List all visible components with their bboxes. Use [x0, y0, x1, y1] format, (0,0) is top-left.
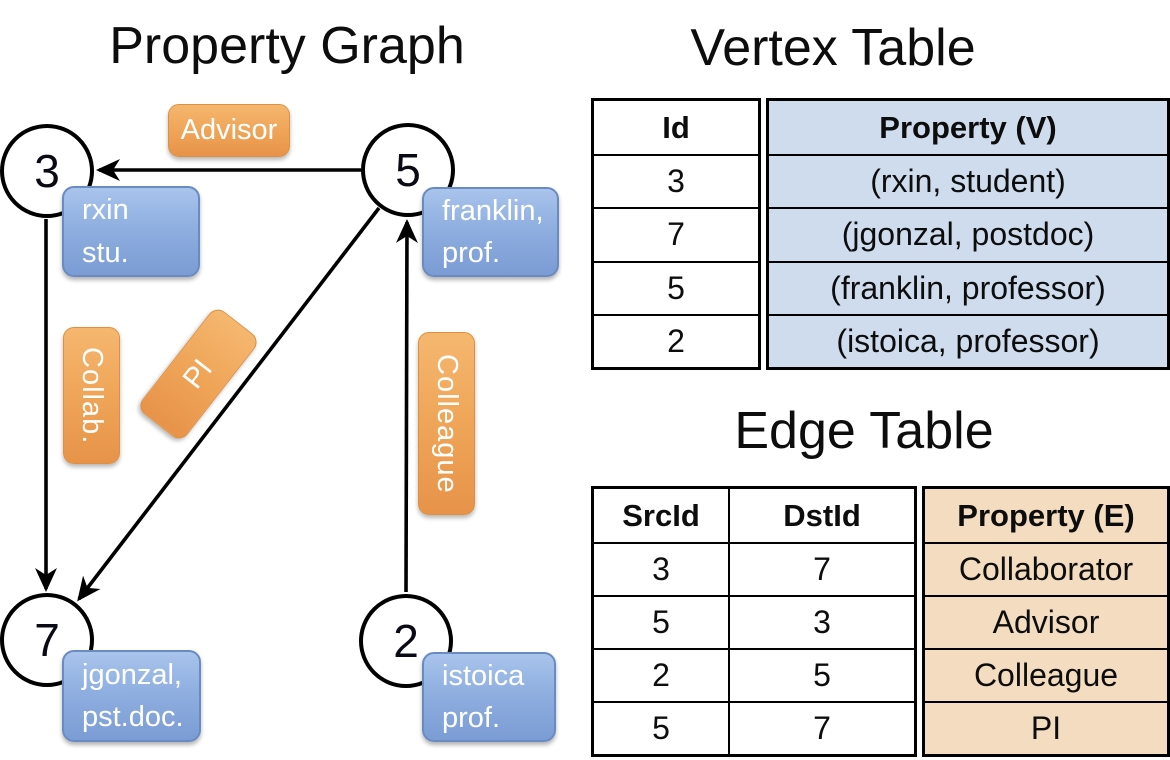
table-cell: 5: [652, 604, 670, 640]
vertex-node-3-id: 3: [34, 145, 60, 197]
vertex-property-line: prof.: [442, 237, 501, 269]
vertex-property-line: franklin,: [442, 194, 544, 227]
vertex-table-title: Vertex Table: [690, 19, 976, 77]
table-cell: 2: [594, 313, 758, 367]
edge-label-colleague: Colleague: [418, 332, 475, 515]
vertex-property-line: jgonzal,: [82, 658, 182, 691]
edge-table-srcid-header: SrcId: [622, 497, 700, 533]
vertex-table-property-header: Property (V): [879, 109, 1057, 145]
table-row: 5 3: [594, 595, 914, 648]
edge-label-collab: Collab.: [63, 327, 120, 464]
table-cell: (istoica, professor): [769, 313, 1167, 367]
edge-table-id-columns: SrcId DstId 3 7 5 3 2 5 5 7: [591, 486, 917, 757]
vertex-property-line: istoica: [442, 659, 525, 692]
edge-label-advisor-text: Advisor: [180, 114, 278, 146]
table-cell: 3: [594, 154, 758, 207]
table-cell: Colleague: [925, 648, 1167, 701]
table-cell: 5: [652, 710, 670, 746]
vertex-table-property-column: Property (V) (rxin, student) (jgonzal, p…: [766, 98, 1170, 370]
vertex-property-line: rxin: [82, 194, 129, 227]
table-cell: (jgonzal, postdoc): [769, 207, 1167, 260]
table-cell: 7: [594, 207, 758, 260]
vertex-table-id-header: Id: [662, 109, 690, 145]
table-cell: 2: [652, 657, 670, 693]
table-row: 3 7: [594, 542, 914, 595]
vertex-node-7-id: 7: [34, 614, 60, 666]
edge-label-collab-text: Collab.: [76, 346, 108, 445]
vertex-property-box-2: istoica prof.: [422, 652, 556, 742]
table-cell: (rxin, student): [769, 154, 1167, 207]
edge-colleague-2-to-5: [395, 219, 418, 593]
vertex-property-line: stu.: [82, 236, 129, 269]
table-header-row: SrcId DstId: [594, 489, 914, 542]
edge-pi-5-to-7: [77, 206, 381, 602]
table-cell: 7: [728, 544, 914, 595]
vertex-property-line: pst.doc.: [82, 701, 184, 733]
vertex-node-2: 2: [359, 594, 453, 688]
edge-table-title: Edge Table: [734, 402, 994, 460]
table-row: 5 7: [594, 701, 914, 754]
edge-label-advisor: Advisor: [168, 104, 290, 157]
table-cell: Advisor: [925, 595, 1167, 648]
table-cell: 5: [728, 650, 914, 701]
vertex-property-line: prof.: [442, 702, 501, 734]
vertex-node-5: 5: [361, 123, 455, 217]
edge-table-property-header: Property (E): [957, 497, 1135, 533]
vertex-node-5-id: 5: [395, 144, 421, 196]
table-cell: 5: [594, 260, 758, 314]
edge-label-colleague-text: Colleague: [431, 353, 463, 494]
table-cell: Collaborator: [925, 542, 1167, 595]
edge-table-property-column: Property (E) Collaborator Advisor Collea…: [922, 486, 1170, 757]
table-cell: 7: [728, 703, 914, 754]
table-row: 2 5: [594, 648, 914, 701]
vertex-property-box-5: franklin, prof.: [422, 187, 559, 277]
property-graph-title: Property Graph: [109, 17, 465, 75]
graph-edges-layer: [35, 159, 418, 602]
vertex-property-box-3: rxin stu.: [62, 186, 200, 277]
edge-label-pi-text: PI: [177, 353, 220, 395]
vertex-node-2-id: 2: [393, 615, 419, 667]
vertex-property-box-7: jgonzal, pst.doc.: [62, 650, 201, 742]
table-cell: 3: [652, 551, 670, 587]
edge-table-dstid-header: DstId: [728, 489, 914, 542]
vertex-table-id-column: Id 3 7 5 2: [591, 98, 761, 370]
table-cell: PI: [925, 701, 1167, 754]
table-cell: (franklin, professor): [769, 260, 1167, 314]
table-cell: 3: [728, 597, 914, 648]
